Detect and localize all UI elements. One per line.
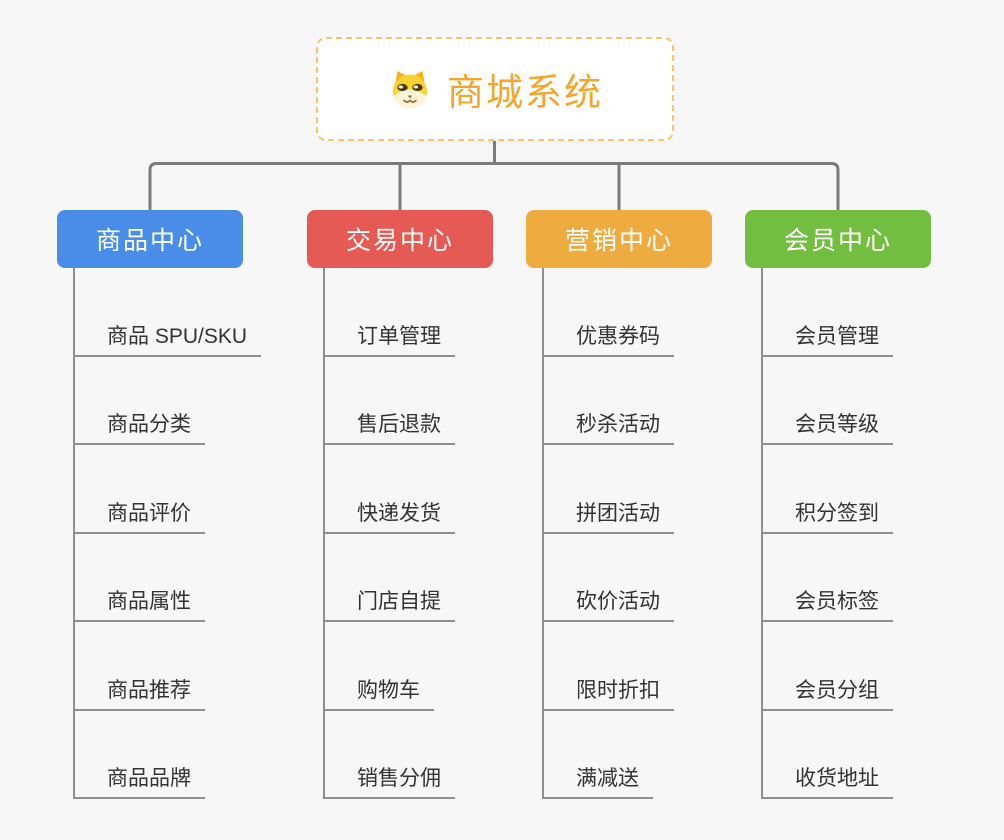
- branch-children: 会员管理 会员等级 积分签到 会员标签 会员分组 收货地址: [761, 268, 893, 799]
- child-node[interactable]: 会员分组: [763, 622, 893, 711]
- branch-header[interactable]: 营销中心: [526, 210, 712, 268]
- child-label: 商品评价: [107, 501, 191, 525]
- branch-column-2: 交易中心 订单管理 售后退款 快递发货 门店自提 购物车 销售分佣: [307, 210, 537, 799]
- connector-bus-line: [148, 162, 840, 210]
- root-node[interactable]: 商城系统: [316, 37, 674, 141]
- child-label: 商品 SPU/SKU: [107, 324, 248, 348]
- child-label: 会员标签: [795, 590, 879, 613]
- child-node[interactable]: 会员管理: [763, 268, 893, 357]
- child-label: 快递发货: [357, 501, 441, 525]
- branch-column-1: 商品中心 商品 SPU/SKU 商品分类 商品评价 商品属性 商品推荐 商品品牌: [57, 210, 287, 799]
- child-node[interactable]: 商品评价: [75, 445, 205, 534]
- child-node[interactable]: 会员标签: [763, 534, 893, 622]
- branch-header[interactable]: 会员中心: [745, 210, 931, 268]
- branch-label: 会员中心: [783, 227, 892, 255]
- child-label: 商品分类: [107, 413, 191, 436]
- branch-header[interactable]: 商品中心: [57, 210, 243, 268]
- child-label: 门店自提: [357, 590, 441, 613]
- branch-children: 商品 SPU/SKU 商品分类 商品评价 商品属性 商品推荐 商品品牌: [73, 268, 262, 799]
- branch-label: 营销中心: [564, 227, 673, 255]
- child-node[interactable]: 商品分类: [75, 357, 205, 445]
- child-node[interactable]: 门店自提: [325, 534, 455, 622]
- child-node[interactable]: 购物车: [325, 622, 434, 711]
- child-label: 订单管理: [357, 324, 441, 348]
- child-node[interactable]: 销售分佣: [325, 711, 455, 799]
- child-node[interactable]: 拼团活动: [544, 445, 674, 534]
- child-label: 满减送: [576, 767, 639, 790]
- branch-children: 优惠券码 秒杀活动 拼团活动 砍价活动 限时折扣 满减送: [542, 268, 674, 799]
- child-node[interactable]: 收货地址: [763, 711, 893, 799]
- child-label: 优惠券码: [576, 324, 660, 348]
- child-label: 购物车: [357, 678, 420, 702]
- child-node[interactable]: 快递发货: [325, 445, 455, 534]
- child-node[interactable]: 限时折扣: [544, 622, 674, 711]
- branch-column-3: 营销中心 优惠券码 秒杀活动 拼团活动 砍价活动 限时折扣 满减送: [526, 210, 756, 799]
- child-label: 会员管理: [795, 324, 879, 348]
- child-node[interactable]: 会员等级: [763, 357, 893, 445]
- child-node[interactable]: 秒杀活动: [544, 357, 674, 445]
- branch-header[interactable]: 交易中心: [307, 210, 493, 268]
- child-node[interactable]: 优惠券码: [544, 268, 674, 357]
- child-node[interactable]: 商品 SPU/SKU: [75, 268, 262, 357]
- child-label: 积分签到: [795, 501, 879, 525]
- child-label: 秒杀活动: [576, 413, 660, 436]
- child-label: 销售分佣: [357, 767, 441, 790]
- child-node[interactable]: 满减送: [544, 711, 653, 799]
- child-node[interactable]: 积分签到: [763, 445, 893, 534]
- child-node[interactable]: 商品品牌: [75, 711, 205, 799]
- branch-children: 订单管理 售后退款 快递发货 门店自提 购物车 销售分佣: [323, 268, 455, 799]
- dog-face-icon: [387, 68, 433, 110]
- child-label: 限时折扣: [576, 678, 660, 702]
- child-label: 商品品牌: [107, 767, 191, 790]
- branch-label: 交易中心: [345, 227, 454, 255]
- child-label: 会员等级: [795, 413, 879, 436]
- child-label: 拼团活动: [576, 501, 660, 525]
- root-title: 商城系统: [447, 72, 603, 113]
- child-label: 收货地址: [795, 767, 879, 790]
- child-label: 会员分组: [795, 678, 879, 702]
- child-node[interactable]: 商品推荐: [75, 622, 205, 711]
- branch-label: 商品中心: [95, 227, 204, 255]
- child-label: 商品属性: [107, 590, 191, 613]
- child-label: 商品推荐: [107, 678, 191, 702]
- child-node[interactable]: 售后退款: [325, 357, 455, 445]
- child-node[interactable]: 商品属性: [75, 534, 205, 622]
- child-label: 砍价活动: [576, 590, 660, 613]
- child-node[interactable]: 订单管理: [325, 268, 455, 357]
- child-node[interactable]: 砍价活动: [544, 534, 674, 622]
- child-label: 售后退款: [357, 413, 441, 436]
- branch-column-4: 会员中心 会员管理 会员等级 积分签到 会员标签 会员分组 收货地址: [745, 210, 975, 799]
